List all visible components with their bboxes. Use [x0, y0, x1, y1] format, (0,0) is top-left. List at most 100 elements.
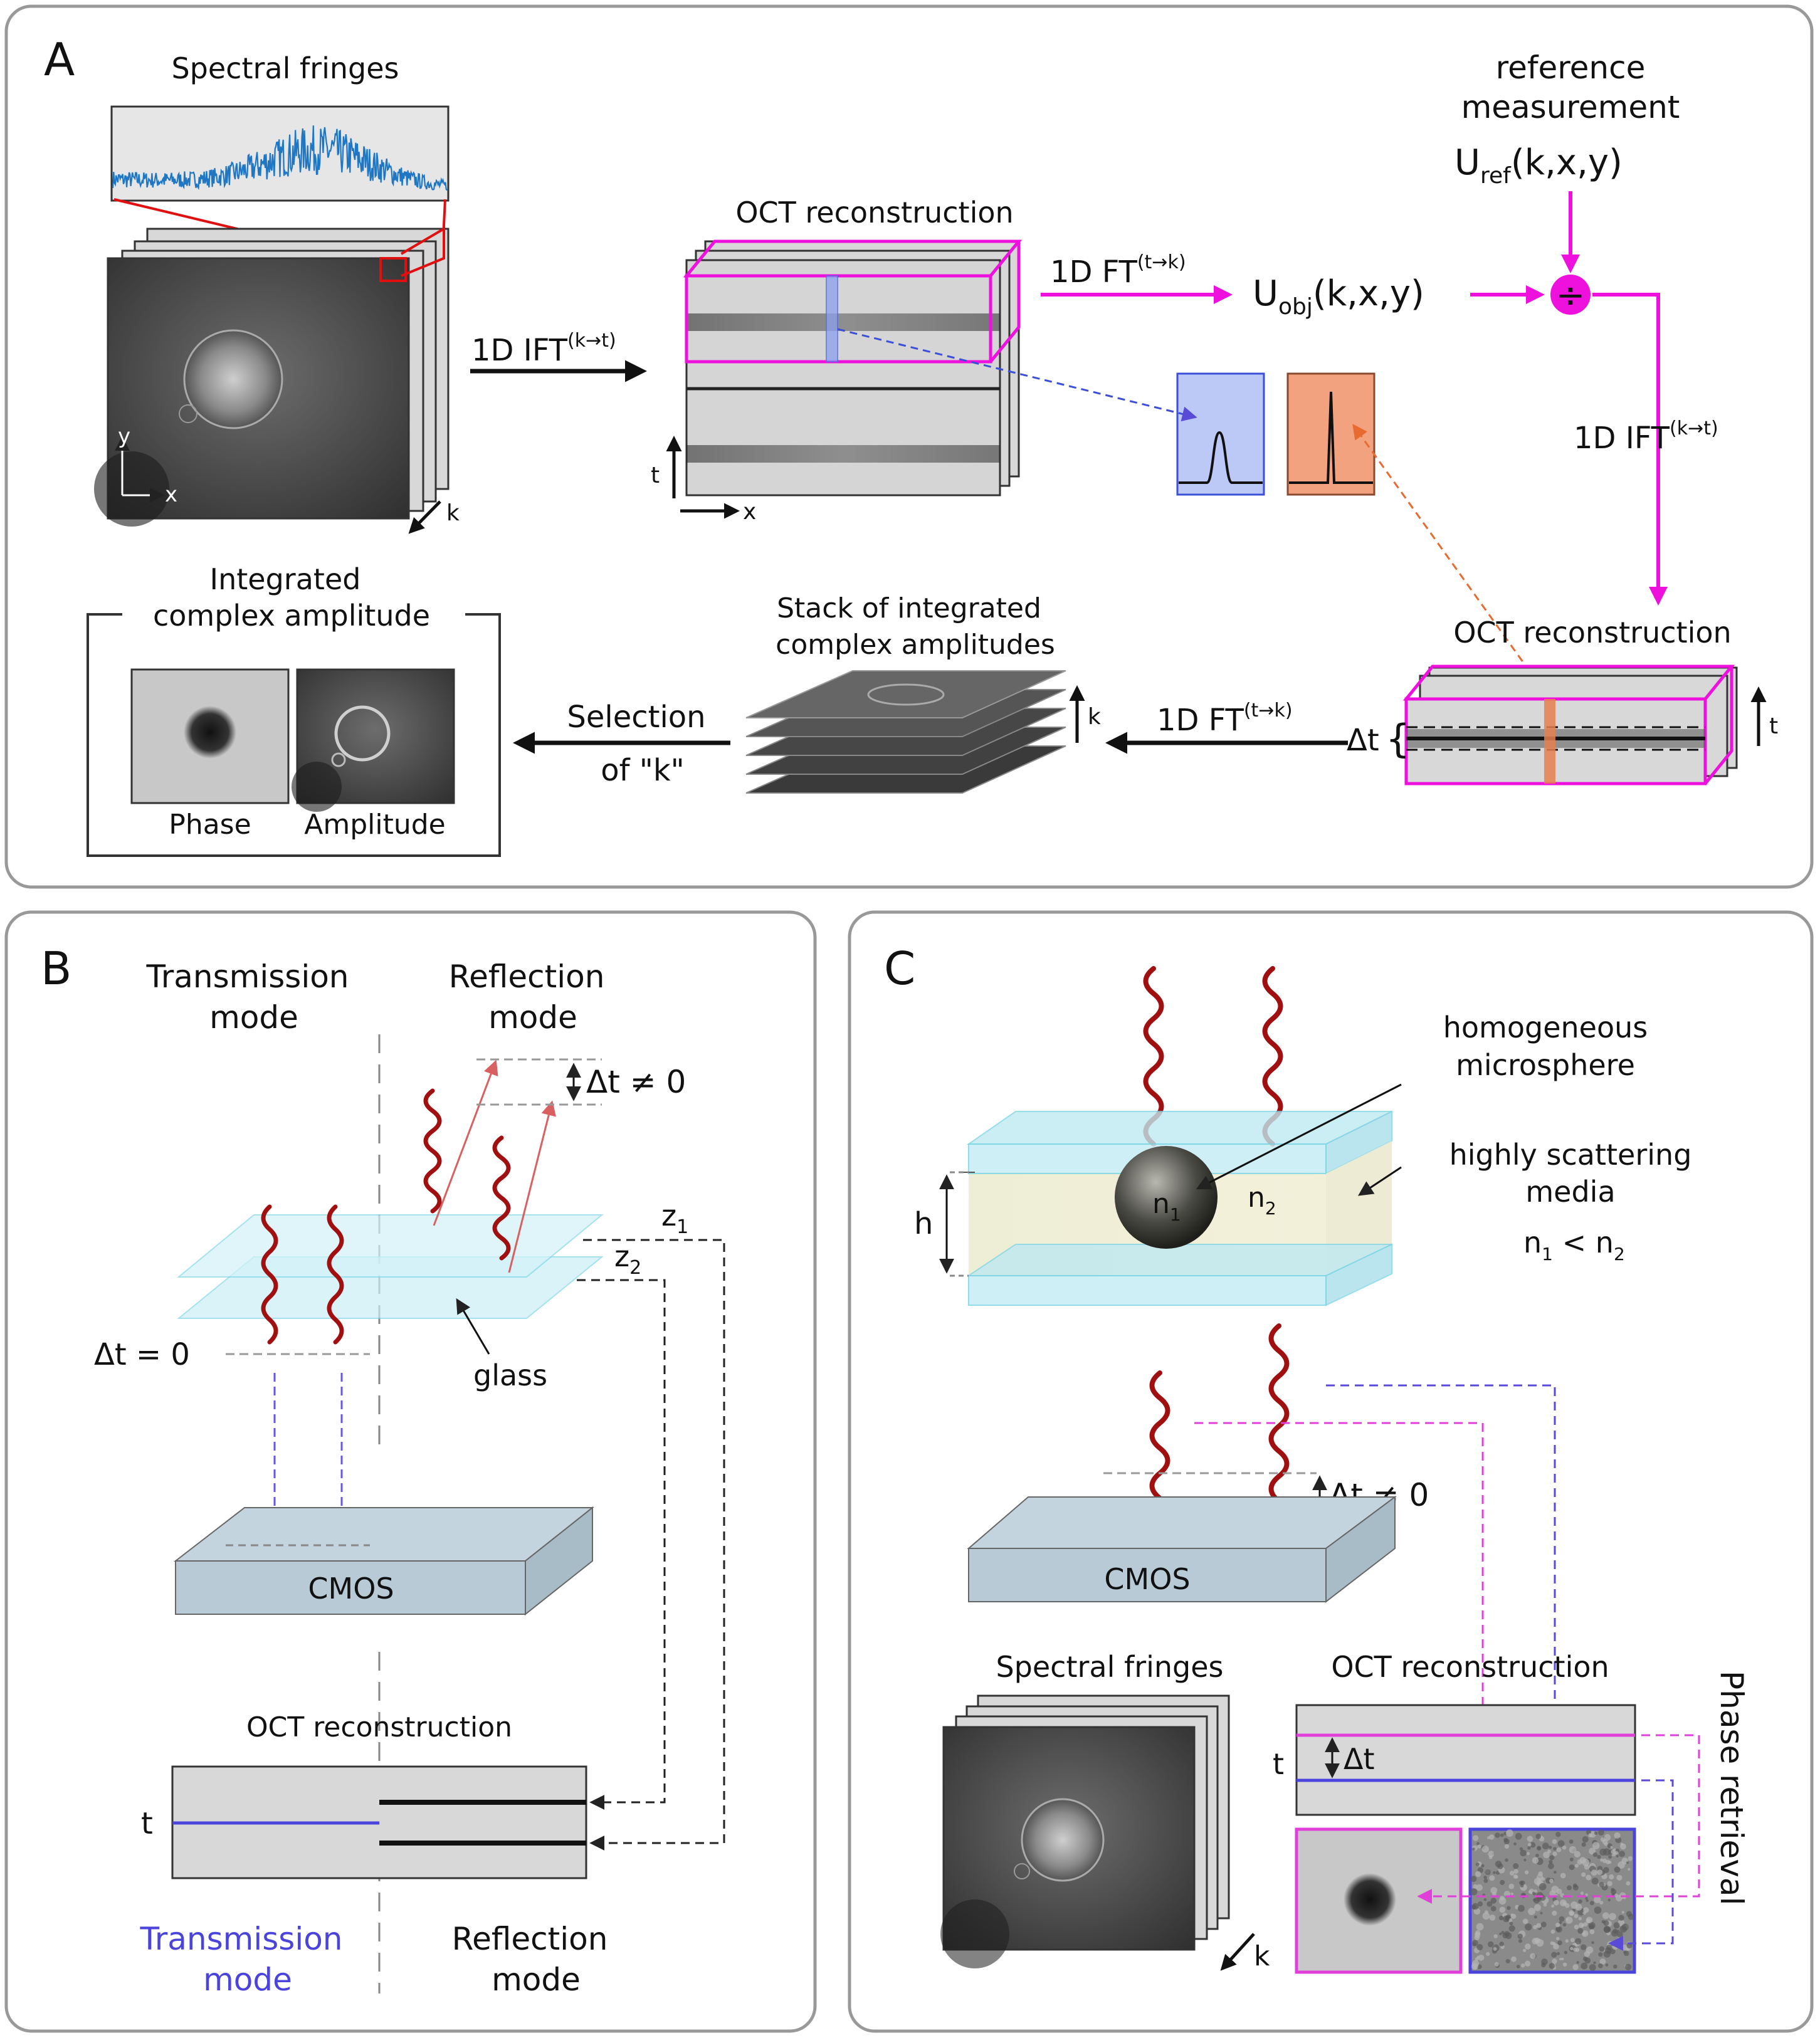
stack-title-line2: complex amplitudes	[776, 629, 1055, 661]
integrated-box	[87, 613, 501, 857]
speckle-dot	[1524, 1960, 1531, 1967]
speckle-dot	[1475, 1871, 1481, 1878]
speckle-dot	[1621, 1911, 1624, 1914]
c-inequality: n1 < n2	[1523, 1226, 1625, 1264]
speckle-dot	[1478, 1955, 1485, 1961]
amplitude-label: Amplitude	[304, 809, 445, 841]
speckle-dot	[1602, 1839, 1608, 1845]
speckle-dot	[1555, 1923, 1560, 1928]
panel-a-frame	[4, 4, 1814, 889]
speckle-dot	[1604, 1834, 1611, 1841]
speckle-dot	[1578, 1917, 1582, 1921]
orange-link	[1352, 424, 1553, 703]
b-dt-ne0: Δt ≠ 0	[586, 1064, 686, 1100]
speckle-dot	[1486, 1951, 1490, 1957]
panel-b-frame	[4, 910, 817, 2033]
c-phase-retrieval-magenta	[1417, 1734, 1700, 1904]
speckle-dot	[1589, 1901, 1594, 1906]
speckle-dot	[1554, 1871, 1557, 1874]
speckle-dot	[1581, 1930, 1589, 1937]
speckle-dot	[1516, 1965, 1520, 1968]
c-n2-label: n2	[1248, 1182, 1276, 1219]
speckle-dot	[1505, 1858, 1508, 1862]
speckle-dot	[1601, 1920, 1606, 1924]
speckle-dot	[1497, 1863, 1503, 1869]
speckle-dot	[1535, 1854, 1539, 1857]
speckle-dot	[1543, 1903, 1547, 1907]
speckle-dot	[1483, 1898, 1487, 1901]
speckle-dot	[1540, 1911, 1543, 1915]
speckle-dot	[1522, 1918, 1528, 1925]
speckle-dot	[1485, 1869, 1491, 1875]
speckle-dot	[1613, 1922, 1620, 1929]
speckle-dot	[1476, 1956, 1480, 1959]
glass-plate-top	[177, 1214, 604, 1278]
speckle-dot	[1619, 1925, 1628, 1933]
speckle-dot	[1539, 1883, 1547, 1891]
speckle-dot	[1487, 1836, 1490, 1839]
speckle-dot	[1513, 1863, 1519, 1869]
speckle-dot	[1517, 1933, 1523, 1939]
speckle-dot	[1574, 1851, 1581, 1857]
speckle-dot	[1510, 1913, 1513, 1916]
speckle-dot	[1557, 1840, 1565, 1847]
speckle-dot	[1593, 1961, 1596, 1965]
speckle-dot	[1564, 1950, 1567, 1955]
speckle-dot	[1599, 1901, 1604, 1905]
speckle-dot	[1518, 1939, 1523, 1943]
speckle-dot	[1605, 1963, 1609, 1967]
c-magenta-path	[1194, 1422, 1490, 1730]
speckle-dot	[1511, 1956, 1517, 1962]
speckle-dot	[1481, 1846, 1489, 1853]
b-refl-line2: mode	[488, 999, 577, 1036]
speckle-dot	[1490, 1906, 1497, 1912]
speckle-dot	[1598, 1952, 1603, 1957]
speckle-dot	[1598, 1829, 1604, 1836]
speckle-dot	[1585, 1897, 1588, 1900]
speckle-dot	[1486, 1901, 1493, 1907]
speckle-dot	[1559, 1958, 1562, 1961]
speckle-dot	[1498, 1915, 1504, 1921]
stack-title-line1: Stack of integrated	[777, 592, 1041, 624]
speckle-dot	[1599, 1946, 1605, 1951]
speckle-dot	[1533, 1925, 1537, 1930]
speckle-dot	[1506, 1829, 1513, 1837]
speckle-dot	[1608, 1855, 1612, 1859]
ft-label-1: 1D FT(t→k)	[1050, 251, 1186, 290]
z2-label: z2	[614, 1239, 641, 1279]
speckle-dot	[1586, 1899, 1589, 1902]
speckle-dot	[1614, 1832, 1621, 1839]
ift-label-1: 1D IFT(k→t)	[471, 330, 616, 368]
glass-label: glass	[473, 1358, 547, 1392]
speckle-dot	[1556, 1847, 1562, 1852]
c-sample: h n1 n2	[914, 1110, 1392, 1306]
c-spectral-title: Spectral fringes	[996, 1650, 1223, 1684]
speckle-dot	[1555, 1926, 1561, 1932]
selection-line1: Selection	[567, 700, 705, 735]
speckle-dot	[1527, 1846, 1531, 1850]
speckle-dot	[1570, 1946, 1574, 1950]
selection-line2: of "k"	[601, 753, 684, 788]
speckle-dot	[1611, 1930, 1618, 1937]
speckle-dot	[1541, 1958, 1548, 1965]
speckle-dot	[1581, 1944, 1587, 1950]
b-refl-line1: Reflection	[449, 959, 605, 995]
speckle-dot	[1528, 1890, 1532, 1894]
speckle-dot	[1626, 1881, 1631, 1886]
speckle-dot	[1550, 1930, 1555, 1934]
speckle-dot	[1586, 1946, 1594, 1954]
speckle-dot	[1504, 1844, 1510, 1849]
b-waves	[261, 1088, 511, 1345]
b-bottom-refl1: Reflection	[452, 1921, 608, 1957]
speckle-dot	[1551, 1904, 1555, 1908]
speckle-dot	[1599, 1958, 1606, 1965]
speckle-dot	[1569, 1839, 1574, 1844]
speckle-dot	[1501, 1931, 1505, 1935]
speckle-dot	[1549, 1890, 1556, 1897]
speckle-dot	[1536, 1896, 1542, 1902]
speckle-dot	[1591, 1878, 1599, 1885]
speckle-dot	[1573, 1947, 1577, 1952]
speckle-dot	[1523, 1948, 1527, 1953]
speckle-dot	[1513, 1869, 1518, 1874]
